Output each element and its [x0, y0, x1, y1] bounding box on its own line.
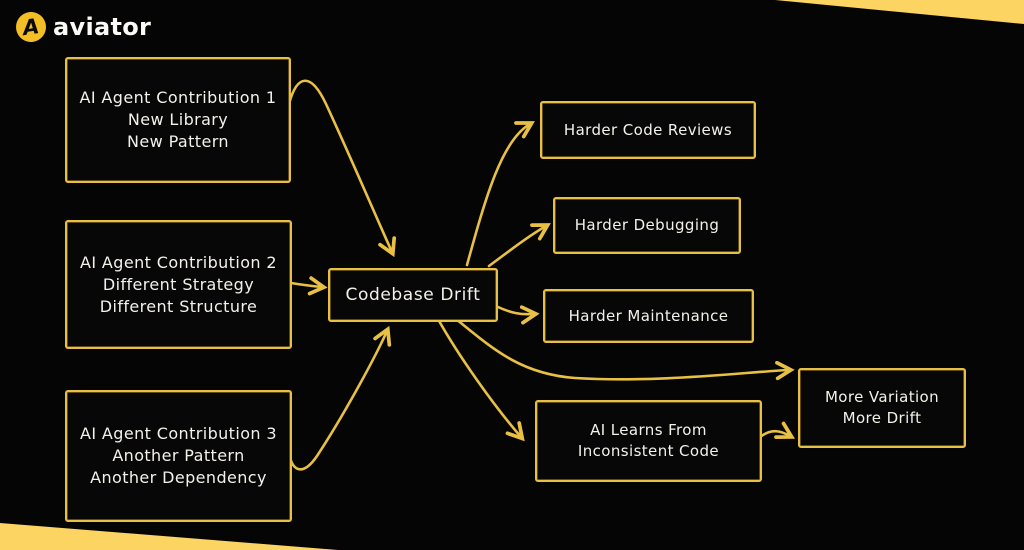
edge-ai-learns-to-more-variation: [758, 421, 795, 439]
node-line: Another Pattern: [112, 446, 245, 465]
node-line: More Drift: [842, 409, 922, 427]
edge-contribution3-to-codebase-drift: [287, 325, 392, 471]
edge-contribution2-to-codebase-drift: [289, 276, 328, 296]
bottom-left-corner-wedge: [0, 523, 338, 550]
node-ai-agent-contribution-1: AI Agent Contribution 1 New Library New …: [65, 57, 291, 183]
node-ai-agent-contribution-2: AI Agent Contribution 2 Different Strate…: [65, 220, 292, 349]
node-line: AI Learns From: [590, 421, 707, 439]
node-line: AI Agent Contribution 3: [79, 424, 277, 443]
aviator-logo-icon: A: [14, 10, 48, 44]
node-line: Different Strategy: [102, 274, 255, 294]
edge-contribution1-to-codebase-drift: [287, 79, 397, 258]
node-harder-code-reviews: Harder Code Reviews: [540, 101, 756, 159]
node-line: Another Dependency: [90, 468, 267, 487]
node-line: Different Structure: [99, 296, 258, 316]
node-more-variation-more-drift: More Variation More Drift: [798, 368, 966, 448]
node-line: More Variation: [824, 388, 940, 406]
node-ai-agent-contribution-3: AI Agent Contribution 3 Another Pattern …: [65, 390, 292, 522]
node-label: Harder Debugging: [574, 216, 720, 234]
node-codebase-drift: Codebase Drift: [328, 268, 498, 322]
node-ai-learns-from-inconsistent-code: AI Learns From Inconsistent Code: [535, 400, 762, 482]
node-line: Inconsistent Code: [577, 442, 720, 460]
node-line: New Library: [127, 110, 229, 129]
edge-codebase-drift-to-harder-debugging: [487, 223, 551, 268]
node-label: Harder Code Reviews: [563, 120, 733, 139]
edge-codebase-drift-to-harder-code-reviews: [465, 121, 535, 267]
node-harder-maintenance: Harder Maintenance: [543, 289, 754, 343]
node-line: AI Agent Contribution 1: [79, 88, 277, 107]
node-harder-debugging: Harder Debugging: [553, 197, 741, 254]
node-line: New Pattern: [127, 132, 229, 151]
node-line: AI Agent Contribution 2: [79, 252, 277, 272]
edge-codebase-drift-to-ai-learns: [436, 317, 525, 442]
aviator-logo: A aviator: [14, 10, 152, 44]
edge-codebase-drift-to-harder-maintenance: [496, 305, 540, 325]
node-label: Codebase Drift: [345, 285, 481, 305]
brand-name: aviator: [53, 13, 152, 41]
top-right-corner-wedge: [775, 0, 1024, 24]
node-label: Harder Maintenance: [568, 306, 729, 325]
